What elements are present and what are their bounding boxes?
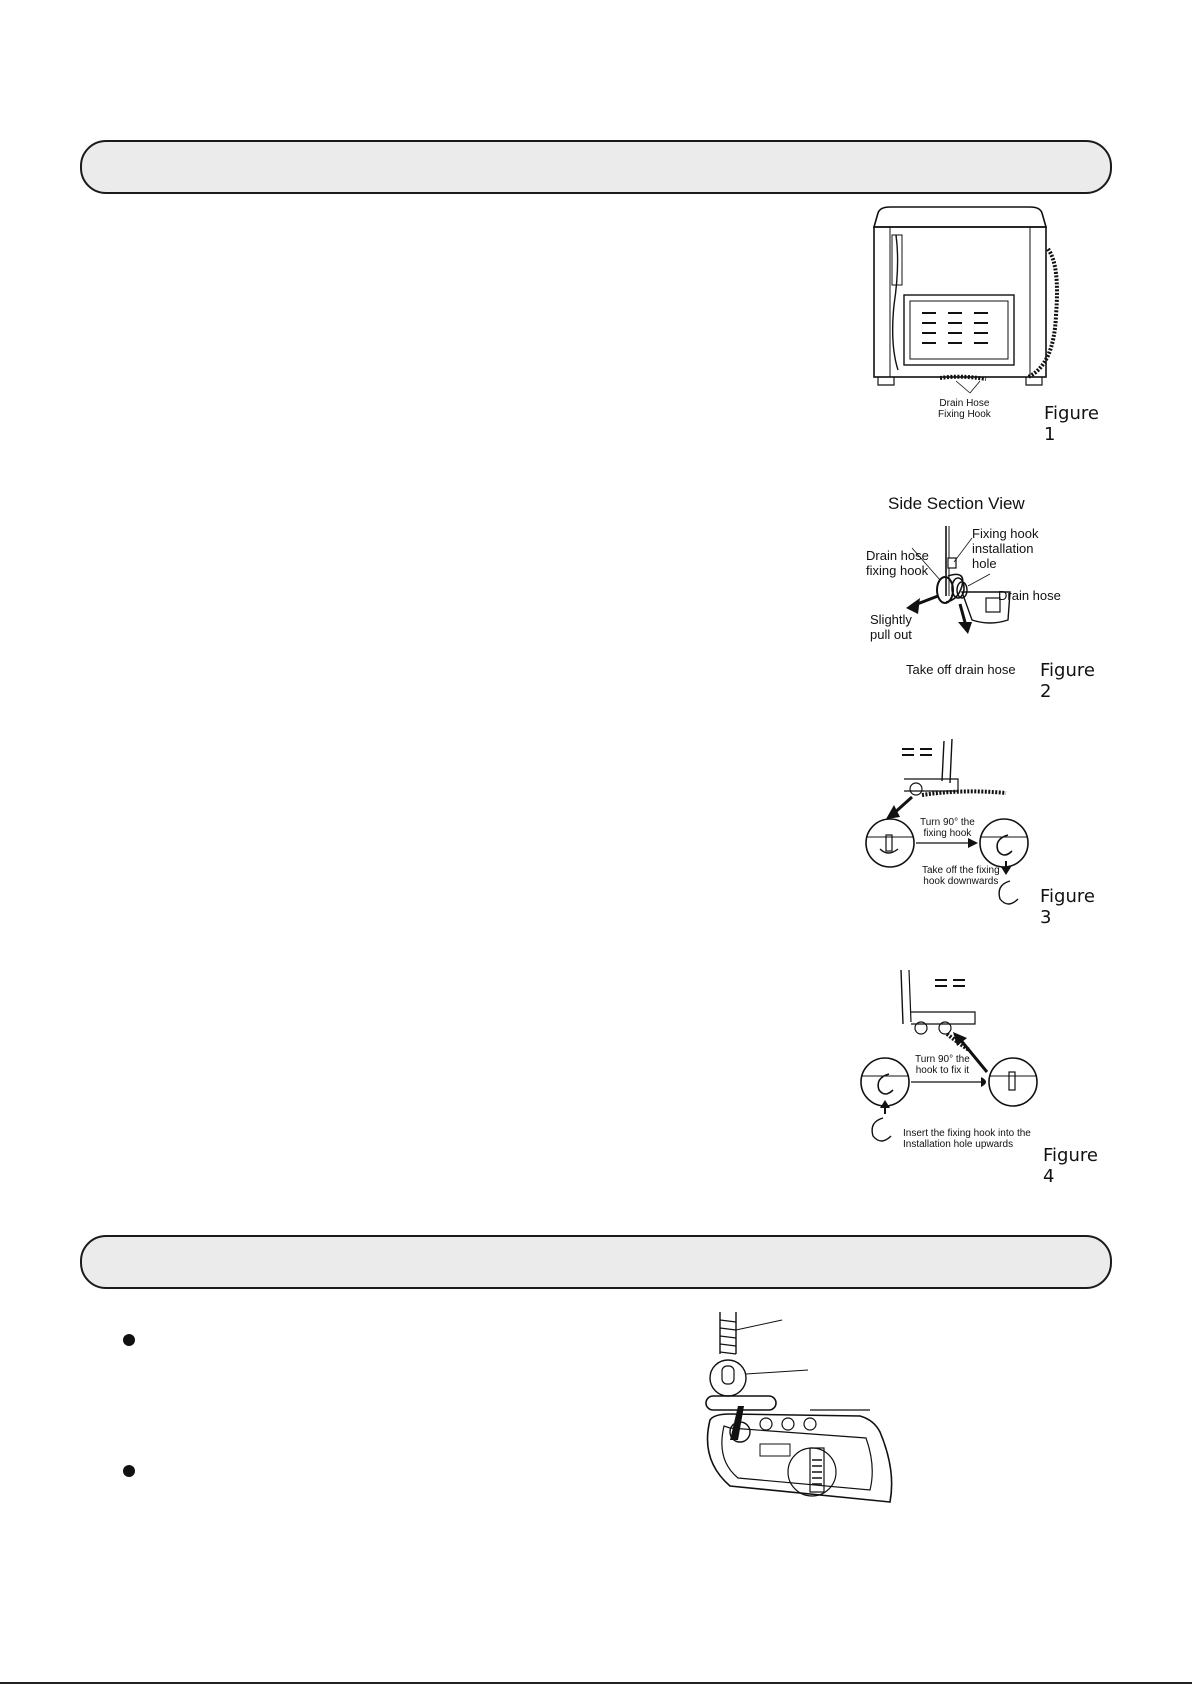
section-header-bar-bottom (80, 1235, 1112, 1289)
turn-line-2: fixing hook (923, 828, 972, 839)
fixing-hook-hole-line-3: hole (972, 556, 997, 571)
figure-4-drawing (860, 969, 1038, 1142)
bullet-point-2 (123, 1465, 135, 1477)
footer-rule (0, 1682, 1192, 1684)
fixing-hook-hole-line-2: installation (972, 541, 1034, 556)
take-off-fixing-hook-label: Take off the fixing hook downwards (922, 865, 1000, 887)
insert-fixing-hook-label: Insert the fixing hook into the Installa… (903, 1128, 1031, 1150)
figure-2: Side Section View Fixing hook installati… (862, 490, 1112, 702)
fixing-hook-label: Fixing Hook (938, 409, 991, 420)
figure-1-drawing (872, 206, 1059, 394)
section-header-bar-top (80, 140, 1112, 194)
turn-line-1: Turn 90° the (920, 817, 975, 828)
pull-out-line-2: pull out (870, 627, 912, 642)
turn-hook-fix-label: Turn 90° the hook to fix it (915, 1054, 970, 1076)
take-off-line-2: hook downwards (923, 876, 999, 887)
figure-3-caption: Figure 3 (1040, 886, 1095, 928)
figure-3: Turn 90° the fixing hook Take off the fi… (862, 735, 1112, 928)
figure-1-label: Drain Hose Fixing Hook (938, 398, 991, 420)
drain-hose-hook-line-1: Drain hose (866, 548, 929, 563)
drain-hose-label: Drain Hose (939, 398, 990, 409)
pull-out-line-1: Slightly (870, 612, 912, 627)
figure-2-caption: Figure 2 (1040, 660, 1095, 702)
insert-line-1: Insert the fixing hook into the (903, 1128, 1031, 1139)
figure-3-drawing (865, 738, 1029, 905)
figure-4: Turn 90° the hook to fix it Insert the f… (855, 968, 1115, 1187)
turn-line-1: Turn 90° the (915, 1054, 970, 1065)
fixing-hook-hole-label: Fixing hook installation hole (972, 526, 1038, 571)
take-off-line-1: Take off the fixing (922, 865, 1000, 876)
hose-tub-drawing (705, 1312, 893, 1503)
figure-1-caption: Figure 1 (1044, 403, 1099, 445)
turn-fixing-hook-label: Turn 90° the fixing hook (920, 817, 975, 839)
figure-1: Drain Hose Fixing Hook Figure 1 (860, 205, 1110, 445)
turn-line-2: hook to fix it (915, 1065, 970, 1076)
slightly-pull-out-label: Slightly pull out (870, 612, 912, 642)
drain-hose-fixing-hook-label: Drain hose fixing hook (866, 548, 929, 578)
figure-2-drawing (906, 526, 1011, 634)
figure-4-caption: Figure 4 (1043, 1145, 1098, 1187)
take-off-drain-hose-label: Take off drain hose (906, 662, 1016, 677)
bullet-point-1 (123, 1334, 135, 1346)
drain-hose-label: Drain hose (998, 588, 1061, 603)
figure-hose-tub (690, 1310, 900, 1510)
figure-2-title: Side Section View (888, 494, 1025, 513)
insert-line-2: Installation hole upwards (903, 1139, 1014, 1150)
drain-hose-hook-line-2: fixing hook (866, 563, 929, 578)
fixing-hook-hole-line-1: Fixing hook (972, 526, 1039, 541)
